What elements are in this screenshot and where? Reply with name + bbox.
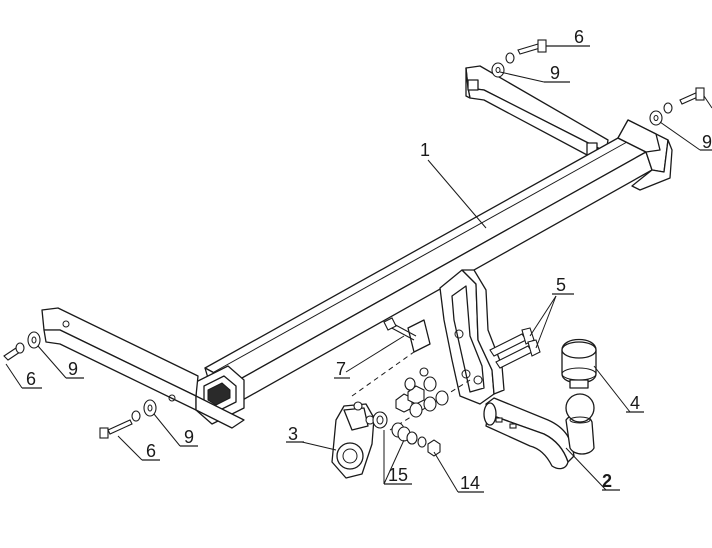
- callout-4: 4: [630, 393, 640, 413]
- bolts: [489, 327, 541, 369]
- callout-9-bottom: 9: [184, 427, 194, 447]
- tow-ball-neck: [483, 393, 595, 470]
- callout-6-bottom: 6: [146, 441, 156, 461]
- small-bracket: [383, 317, 431, 353]
- callout-6-top: 6: [574, 27, 584, 47]
- main-cross-beam: [195, 119, 673, 425]
- callout-3: 3: [288, 424, 298, 444]
- fastener-stack: [372, 367, 449, 457]
- callout-9-right: 9: [702, 132, 712, 152]
- callout-labels: 1 2 3 4 5 6 6 6 7 9 9 9 9 14 15: [26, 27, 712, 493]
- left-mounting-bracket: [41, 307, 245, 429]
- leader-lines: [5, 45, 712, 493]
- bolt-washer-top: [491, 39, 547, 78]
- callout-1: 1: [420, 140, 430, 160]
- callout-9-top: 9: [550, 63, 560, 83]
- bolt-washer-bottom: [99, 399, 157, 439]
- callout-15: 15: [388, 465, 408, 485]
- bolt-washer-left: [3, 331, 41, 361]
- assembly-line: [351, 351, 415, 397]
- ball-cover-cap: [561, 338, 597, 389]
- callout-7: 7: [336, 359, 346, 379]
- socket-plate: [331, 401, 375, 479]
- right-mounting-bracket: [465, 65, 609, 165]
- callout-5: 5: [556, 275, 566, 295]
- callout-6-left: 6: [26, 369, 36, 389]
- callout-2: 2: [602, 471, 612, 491]
- center-mounting-plate: [439, 269, 505, 405]
- callout-9-left: 9: [68, 359, 78, 379]
- bolt-washer-right: [649, 87, 705, 126]
- callout-14: 14: [460, 473, 480, 493]
